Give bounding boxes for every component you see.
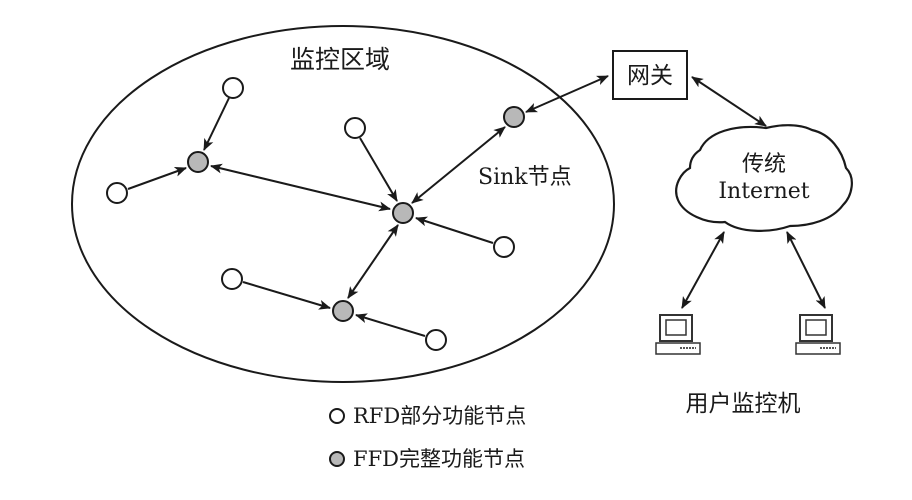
gateway-box [612, 50, 688, 100]
monitoring-region-ellipse [71, 25, 615, 383]
user-pc-1 [655, 314, 701, 355]
rfd-node [106, 182, 128, 204]
edge-internet-pc1 [681, 231, 725, 309]
legend-rfd-label: RFD部分功能节点 [353, 404, 526, 428]
internet-label-line1: 传统 [742, 152, 786, 177]
legend-rfd-icon [329, 408, 345, 424]
edge-rfd3-ffdcenter [359, 137, 398, 202]
edge-ffdcenter-ffdbottom [347, 224, 399, 299]
legend-ffd-icon [329, 451, 345, 467]
monitoring-region-label: 监控区域 [290, 45, 390, 74]
edges [127, 75, 826, 337]
rfd-node [221, 268, 243, 290]
edge-rfd2-ffdleft [127, 167, 187, 190]
rfd-node [344, 117, 366, 139]
internet-label-line2: Internet [718, 179, 809, 204]
rfd-node [493, 236, 515, 258]
edge-ffdleft-ffdcenter [210, 163, 391, 212]
user-pc-2 [795, 314, 841, 355]
ffd-node [392, 202, 414, 224]
edge-rfd5-ffdbottom [242, 281, 331, 310]
sink-node [503, 106, 525, 128]
keyboard-icon [655, 342, 701, 355]
edge-internet-pc2 [786, 231, 826, 309]
sink-node-label: Sink节点 [478, 165, 572, 190]
edge-rfd1-ffdleft [203, 97, 230, 151]
nodes [106, 77, 525, 351]
rfd-node [222, 77, 244, 99]
legend: RFD部分功能节点 FFD完整功能节点 [329, 404, 526, 471]
gateway: 网关 [612, 50, 688, 100]
legend-ffd-label: FFD完整功能节点 [353, 447, 525, 471]
edge-sink-gateway [525, 75, 609, 113]
gateway-label: 网关 [627, 63, 673, 89]
keyboard-icon [795, 342, 841, 355]
ffd-node [332, 300, 354, 322]
edge-gateway-internet [691, 76, 767, 127]
edge-ffdcenter-sink [411, 126, 506, 204]
user-monitor-label: 用户监控机 [686, 391, 801, 417]
cloud-icon [675, 124, 853, 232]
edge-rfd4-ffdcenter [415, 216, 494, 244]
internet-cloud: 传统 Internet [675, 124, 853, 232]
edge-rfd6-ffdbottom [355, 313, 426, 337]
rfd-node [425, 329, 447, 351]
ffd-node [187, 151, 209, 173]
